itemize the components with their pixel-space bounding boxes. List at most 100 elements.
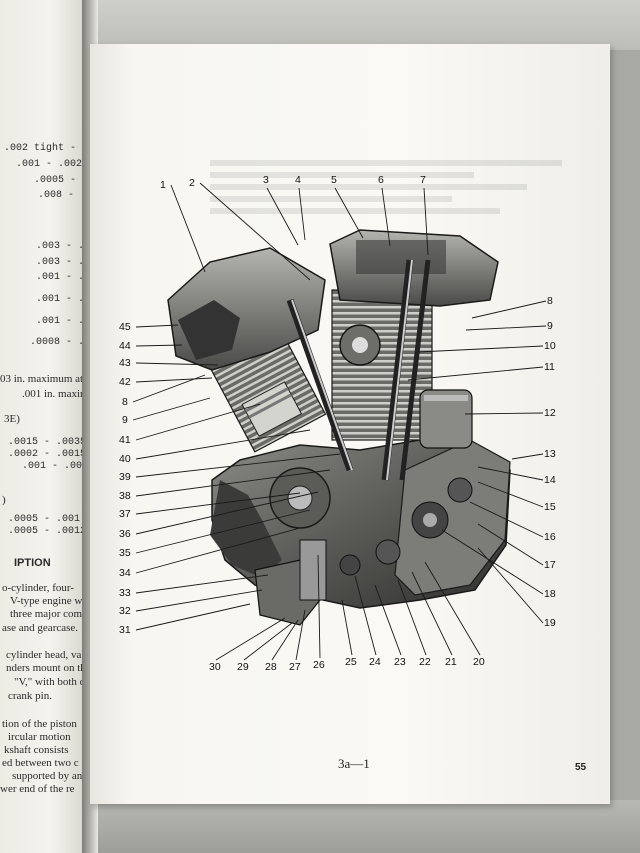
callout-label-31: 31 <box>119 624 131 636</box>
callout-label-45: 45 <box>119 321 131 333</box>
left-page-text-line: ase and gearcase. <box>2 622 79 634</box>
leader-line-3 <box>266 187 299 246</box>
leader-line-35 <box>135 509 311 554</box>
callout-label-16: 16 <box>544 531 556 543</box>
leader-line-23 <box>374 584 402 656</box>
callout-label-21: 21 <box>445 656 457 668</box>
leader-line-26 <box>317 554 321 659</box>
left-page-text-line: IPTION <box>14 557 51 569</box>
callout-label-20: 20 <box>473 656 485 668</box>
left-page-text-line: three major comp <box>10 608 88 620</box>
left-page-text-line: .008 - .012 <box>38 190 92 201</box>
leader-line-4 <box>298 187 306 241</box>
leader-line-17 <box>477 523 544 566</box>
engine-illustration <box>167 229 511 626</box>
callout-label-19: 19 <box>544 617 556 629</box>
leader-line-38 <box>135 469 331 497</box>
leader-line-31 <box>135 603 251 631</box>
left-page-text-line: .001 - .002 in. <box>16 159 92 170</box>
leader-line-40 <box>135 429 311 460</box>
desk-background-bottom <box>0 800 640 853</box>
leader-line-39 <box>135 453 341 478</box>
callout-label-1: 1 <box>160 179 166 191</box>
leader-line-33 <box>135 574 269 594</box>
left-page-text-line: .0005 - .001 in. <box>8 514 92 525</box>
leader-line-19 <box>477 547 544 624</box>
leader-line-37 <box>135 492 301 515</box>
callout-label-36: 36 <box>119 528 131 540</box>
callout-label-27: 27 <box>289 661 301 673</box>
callout-label-9: 9 <box>122 414 128 426</box>
leader-line-45 <box>135 324 179 328</box>
left-page-text-line: .0005 - .0012 in. <box>8 526 92 537</box>
leader-line-42 <box>135 377 213 383</box>
leader-line-5 <box>334 187 364 239</box>
leader-line-13 <box>511 453 544 460</box>
callout-label-39: 39 <box>119 471 131 483</box>
callout-label-8: 8 <box>547 295 553 307</box>
callout-label-14: 14 <box>544 474 556 486</box>
left-page-text-line: V-type engine wit <box>10 595 89 607</box>
leader-line-41 <box>135 403 261 441</box>
left-page-text-line: cylinder head, va <box>6 649 82 661</box>
left-page-text-line: .001 - .003 <box>36 316 92 327</box>
leader-line-16 <box>469 501 544 538</box>
leader-line-11 <box>407 366 544 381</box>
leader-line-18 <box>441 529 544 595</box>
left-page-text-line: .002 tight - .002 <box>4 143 92 154</box>
left-page-text-line: supported by an <box>12 770 83 782</box>
left-page-text-line: kshaft consists <box>4 744 69 756</box>
callout-label-24: 24 <box>369 656 381 668</box>
leader-line-27 <box>295 609 306 661</box>
leader-line-34 <box>135 527 301 574</box>
leader-line-24 <box>354 575 377 656</box>
callout-label-13: 13 <box>544 448 556 460</box>
leader-line-8 <box>132 374 206 403</box>
leader-line-1 <box>170 184 206 273</box>
callout-label-2: 2 <box>189 177 195 189</box>
left-page-text-line: o-cylinder, four- <box>2 582 75 594</box>
leader-line-8 <box>471 300 547 319</box>
left-page-text-line: ) <box>2 494 6 506</box>
callout-label-42: 42 <box>119 376 131 388</box>
left-page-text-line: nders mount on th <box>6 662 86 674</box>
leader-line-32 <box>135 589 263 612</box>
left-page-text-line: 03 in. maximum at <box>0 373 84 385</box>
leader-line-7 <box>423 187 429 256</box>
leader-line-10 <box>417 345 544 353</box>
leader-line-20 <box>424 561 481 656</box>
left-page-text-line: wer end of the re <box>0 783 75 795</box>
callout-label-25: 25 <box>345 656 357 668</box>
left-page: .002 tight - .002 .001 - .002 in. .0005 -… <box>0 0 92 853</box>
callout-leader-lines <box>132 182 547 661</box>
left-page-text-line: .003 - .007 <box>36 257 92 268</box>
leader-line-25 <box>341 599 353 656</box>
desk-background-top <box>0 0 640 50</box>
callout-label-17: 17 <box>544 559 556 571</box>
callout-label-43: 43 <box>119 357 131 369</box>
callout-label-34: 34 <box>119 567 131 579</box>
leader-line-6 <box>381 187 391 247</box>
callout-label-29: 29 <box>237 661 249 673</box>
leader-line-14 <box>477 466 544 481</box>
left-page-text-line: .001 - .0015 in. <box>22 461 92 472</box>
left-page-text-line: .0008 - .002 <box>30 337 92 348</box>
page-identifier: 3a—1 <box>338 756 370 771</box>
left-page-text-line: .003 - .005 <box>36 241 92 252</box>
callout-label-9: 9 <box>547 320 553 332</box>
callout-label-3: 3 <box>263 174 269 186</box>
callout-label-33: 33 <box>119 587 131 599</box>
leader-line-43 <box>135 362 219 366</box>
callout-label-44: 44 <box>119 340 131 352</box>
callout-label-23: 23 <box>394 656 406 668</box>
leader-line-2 <box>199 182 311 281</box>
leader-line-9 <box>132 397 211 421</box>
leader-line-29 <box>243 622 293 661</box>
left-page-text-line: .001 in. maximu <box>22 388 92 400</box>
leader-line-15 <box>477 481 544 508</box>
left-page-text-line: ed between two c <box>2 757 79 769</box>
leader-line-22 <box>397 579 427 656</box>
left-page-text-line: .0002 - .0015 in. <box>8 449 92 460</box>
page-number: 55 <box>575 762 587 773</box>
